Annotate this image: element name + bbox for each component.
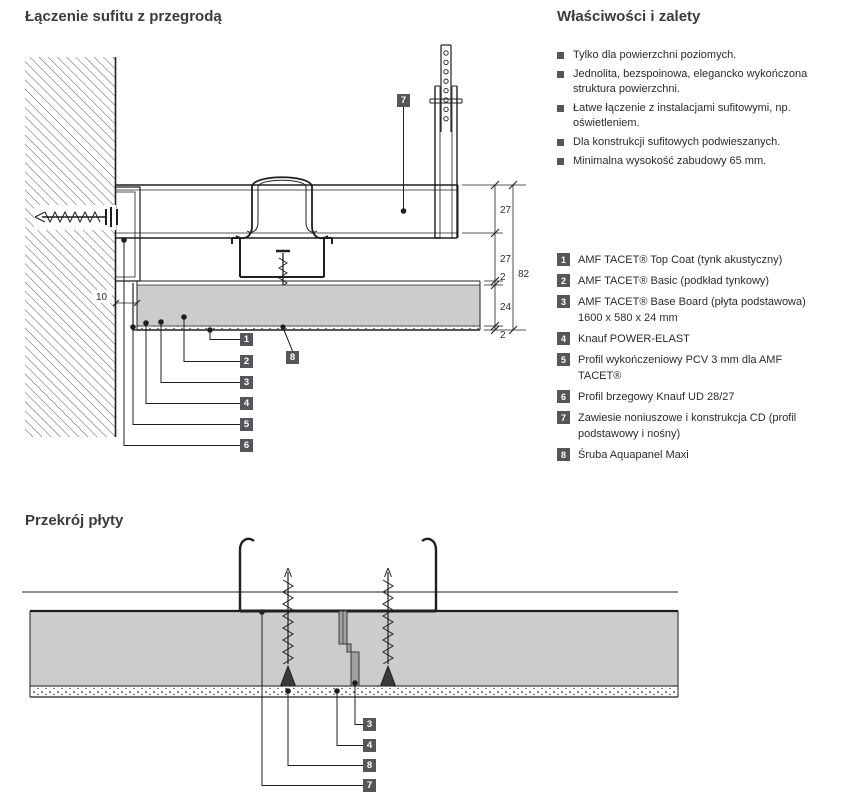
dim-label-27-mid: 27	[500, 254, 512, 265]
bullet-item: Dla konstrukcji sufitowych podwieszanych…	[557, 135, 833, 150]
diagram1-ceiling-profiles	[116, 184, 459, 282]
legend-item: 3 AMF TACET® Base Board (płyta podstawow…	[557, 294, 833, 326]
legend-number-badge: 2	[557, 274, 570, 287]
bullet-square-icon	[557, 105, 564, 112]
dim-label-82: 82	[518, 269, 530, 280]
legend-number-badge: 6	[557, 390, 570, 403]
legend-item: 6 Profil brzegowy Knauf UD 28/27	[557, 389, 833, 405]
diagram1-board-layers	[132, 280, 481, 331]
dim-label-10: 10	[96, 292, 108, 303]
bullet-text: Tylko dla powierzchni poziomych.	[573, 49, 737, 61]
dim-label-24: 24	[500, 302, 512, 313]
callout-8-diagram2: 8	[363, 759, 376, 772]
legend-text: AMF TACET® Basic (podkład tynkowy)	[578, 275, 770, 287]
legend-text: Knauf POWER-ELAST	[578, 333, 690, 345]
bullet-text: Minimalna wysokość zabudowy 65 mm.	[573, 155, 767, 167]
bullet-text: Łatwe łączenie z instalacjami sufitowymi…	[573, 102, 791, 129]
legend-number-badge: 5	[557, 353, 570, 366]
callout-3-diagram1: 3	[240, 376, 253, 389]
callout-1-diagram1: 1	[240, 333, 253, 346]
diagram1-cd-profile-and-clip	[231, 176, 333, 278]
callout-2-diagram1: 2	[240, 355, 253, 368]
legend-item: 1 AMF TACET® Top Coat (tynk akustyczny)	[557, 252, 833, 268]
callout-6-diagram1: 6	[240, 439, 253, 452]
legend-text: AMF TACET® Base Board (płyta podstawowa)…	[578, 296, 806, 324]
diagram1-nonius-hanger	[429, 44, 463, 239]
diagram2-joint-profile	[338, 610, 360, 687]
bullet-item: Tylko dla powierzchni poziomych.	[557, 48, 833, 63]
legend-number-badge: 3	[557, 295, 570, 308]
legend-text: Zawiesie noniuszowe i konstrukcja CD (pr…	[578, 412, 797, 440]
legend-text: Profil wykończeniowy PCV 3 mm dla AMF TA…	[578, 354, 783, 382]
diagram2-callout-leaders	[259, 609, 363, 786]
bullet-square-icon	[557, 71, 564, 78]
bullet-item: Łatwe łączenie z instalacjami sufitowymi…	[557, 101, 833, 131]
dim-label-2-top: 2	[500, 272, 506, 283]
legend-number-badge: 8	[557, 448, 570, 461]
diagram1-wall-screw	[34, 205, 127, 243]
legend-list: 1 AMF TACET® Top Coat (tynk akustyczny) …	[557, 252, 833, 468]
legend-text: Śruba Aquapanel Maxi	[578, 449, 689, 461]
dim-label-2-bottom: 2	[500, 330, 506, 341]
bullet-square-icon	[557, 139, 564, 146]
callout-4-diagram1: 4	[240, 397, 253, 410]
callout-8-diagram1: 8	[286, 351, 299, 364]
diagram1-dimension-labels: 27 27 2 24 2 82 10	[96, 205, 530, 341]
bullet-square-icon	[557, 158, 564, 165]
legend-text: Profil brzegowy Knauf UD 28/27	[578, 391, 735, 403]
callout-7-diagram1: 7	[397, 94, 410, 107]
bullet-text: Jednolita, bezspoinowa, elegancko wykońc…	[573, 68, 808, 95]
bullet-item: Jednolita, bezspoinowa, elegancko wykońc…	[557, 67, 833, 97]
legend-item: 4 Knauf POWER-ELAST	[557, 331, 833, 347]
legend-item: 8 Śruba Aquapanel Maxi	[557, 447, 833, 463]
callout-5-diagram1: 5	[240, 418, 253, 431]
diagram1-dimensions	[92, 180, 526, 335]
dim-label-27-top: 27	[500, 205, 512, 216]
bullet-square-icon	[557, 52, 564, 59]
legend-number-badge: 1	[557, 253, 570, 266]
legend-item: 5 Profil wykończeniowy PCV 3 mm dla AMF …	[557, 352, 833, 384]
diagram2-cd-channel	[238, 537, 438, 613]
legend-number-badge: 7	[557, 411, 570, 424]
legend-number-badge: 4	[557, 332, 570, 345]
legend-item: 7 Zawiesie noniuszowe i konstrukcja CD (…	[557, 410, 833, 442]
diagram1-wall	[25, 57, 117, 437]
section-title-cross-section: Przekrój płyty	[25, 512, 124, 529]
properties-list: Tylko dla powierzchni poziomych. Jednoli…	[557, 48, 833, 173]
callout-3-diagram2: 3	[363, 718, 376, 731]
legend-item: 2 AMF TACET® Basic (podkład tynkowy)	[557, 273, 833, 289]
section-title-detail: Łączenie sufitu z przegrodą	[25, 8, 222, 25]
section-title-properties: Właściwości i zalety	[557, 8, 701, 25]
bullet-item: Minimalna wysokość zabudowy 65 mm.	[557, 154, 833, 169]
callout-4-diagram2: 4	[363, 739, 376, 752]
diagram2-board	[22, 591, 679, 698]
legend-text: AMF TACET® Top Coat (tynk akustyczny)	[578, 254, 783, 266]
diagram1-callout-leaders	[123, 107, 407, 446]
callout-7-diagram2: 7	[363, 779, 376, 792]
bullet-text: Dla konstrukcji sufitowych podwieszanych…	[573, 136, 781, 148]
